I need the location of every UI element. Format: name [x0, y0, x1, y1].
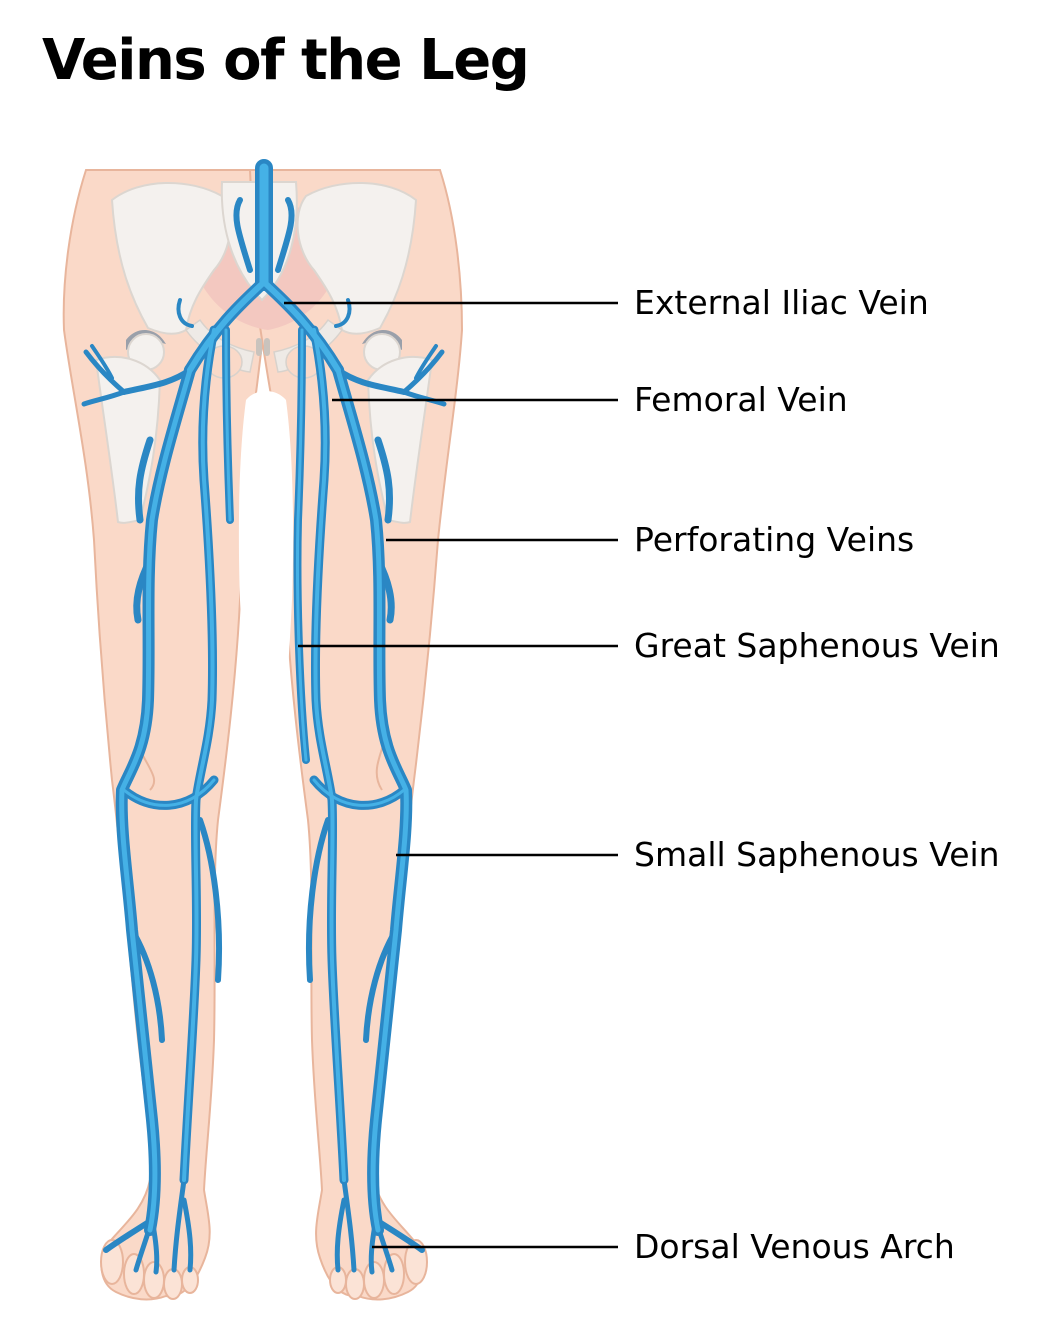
label-small-saphenous-vein: Small Saphenous Vein: [634, 835, 1000, 874]
label-dorsal-venous-arch: Dorsal Venous Arch: [634, 1227, 955, 1266]
label-femoral-vein: Femoral Vein: [634, 380, 848, 419]
vein-network: [81, 159, 447, 1275]
diagram-title: Veins of the Leg: [42, 28, 530, 93]
labels: External Iliac Vein Femoral Vein Perfora…: [634, 283, 1000, 1266]
label-great-saphenous-vein: Great Saphenous Vein: [634, 626, 1000, 665]
leader-lines: [284, 301, 618, 1249]
legs-silhouette: [62, 169, 464, 1301]
label-perforating-veins: Perforating Veins: [634, 520, 914, 559]
label-external-iliac-vein: External Iliac Vein: [634, 283, 929, 322]
